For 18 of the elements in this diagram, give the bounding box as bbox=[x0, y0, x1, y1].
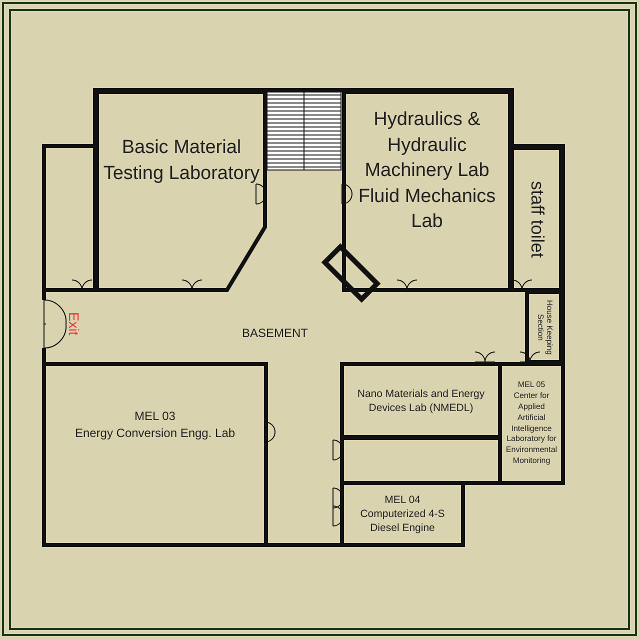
room-name: staff toilet bbox=[526, 180, 546, 258]
room-name: House Keeping Section bbox=[535, 298, 553, 356]
room-name: Nano Materials and Energy Devices Lab (NMEDL) bbox=[356, 386, 486, 416]
room bbox=[95, 90, 268, 292]
room-name: Energy Conversion Engg. Lab bbox=[74, 424, 236, 441]
room-name: MEL 05 bbox=[518, 380, 546, 392]
room-name: Hydraulics & Hydraulic Machinery Lab bbox=[364, 108, 490, 184]
room-name: MEL 04 bbox=[384, 492, 420, 507]
room-name: Center for Applied Artificial Intelligence Laboratory for Environmental Monitoring bbox=[505, 391, 558, 467]
room-name: Fluid Mechanics Lab bbox=[357, 184, 497, 234]
room bbox=[510, 146, 563, 292]
room bbox=[525, 290, 563, 364]
room-name: MEL 03 bbox=[134, 408, 176, 424]
room-name: Basic Material Testing Laboratory bbox=[102, 136, 261, 186]
exit-label: Exit bbox=[66, 312, 82, 336]
room-name: Computerized 4-S Diesel Engine bbox=[359, 506, 446, 536]
room bbox=[342, 90, 512, 292]
area-label: BASEMENT bbox=[242, 326, 308, 340]
